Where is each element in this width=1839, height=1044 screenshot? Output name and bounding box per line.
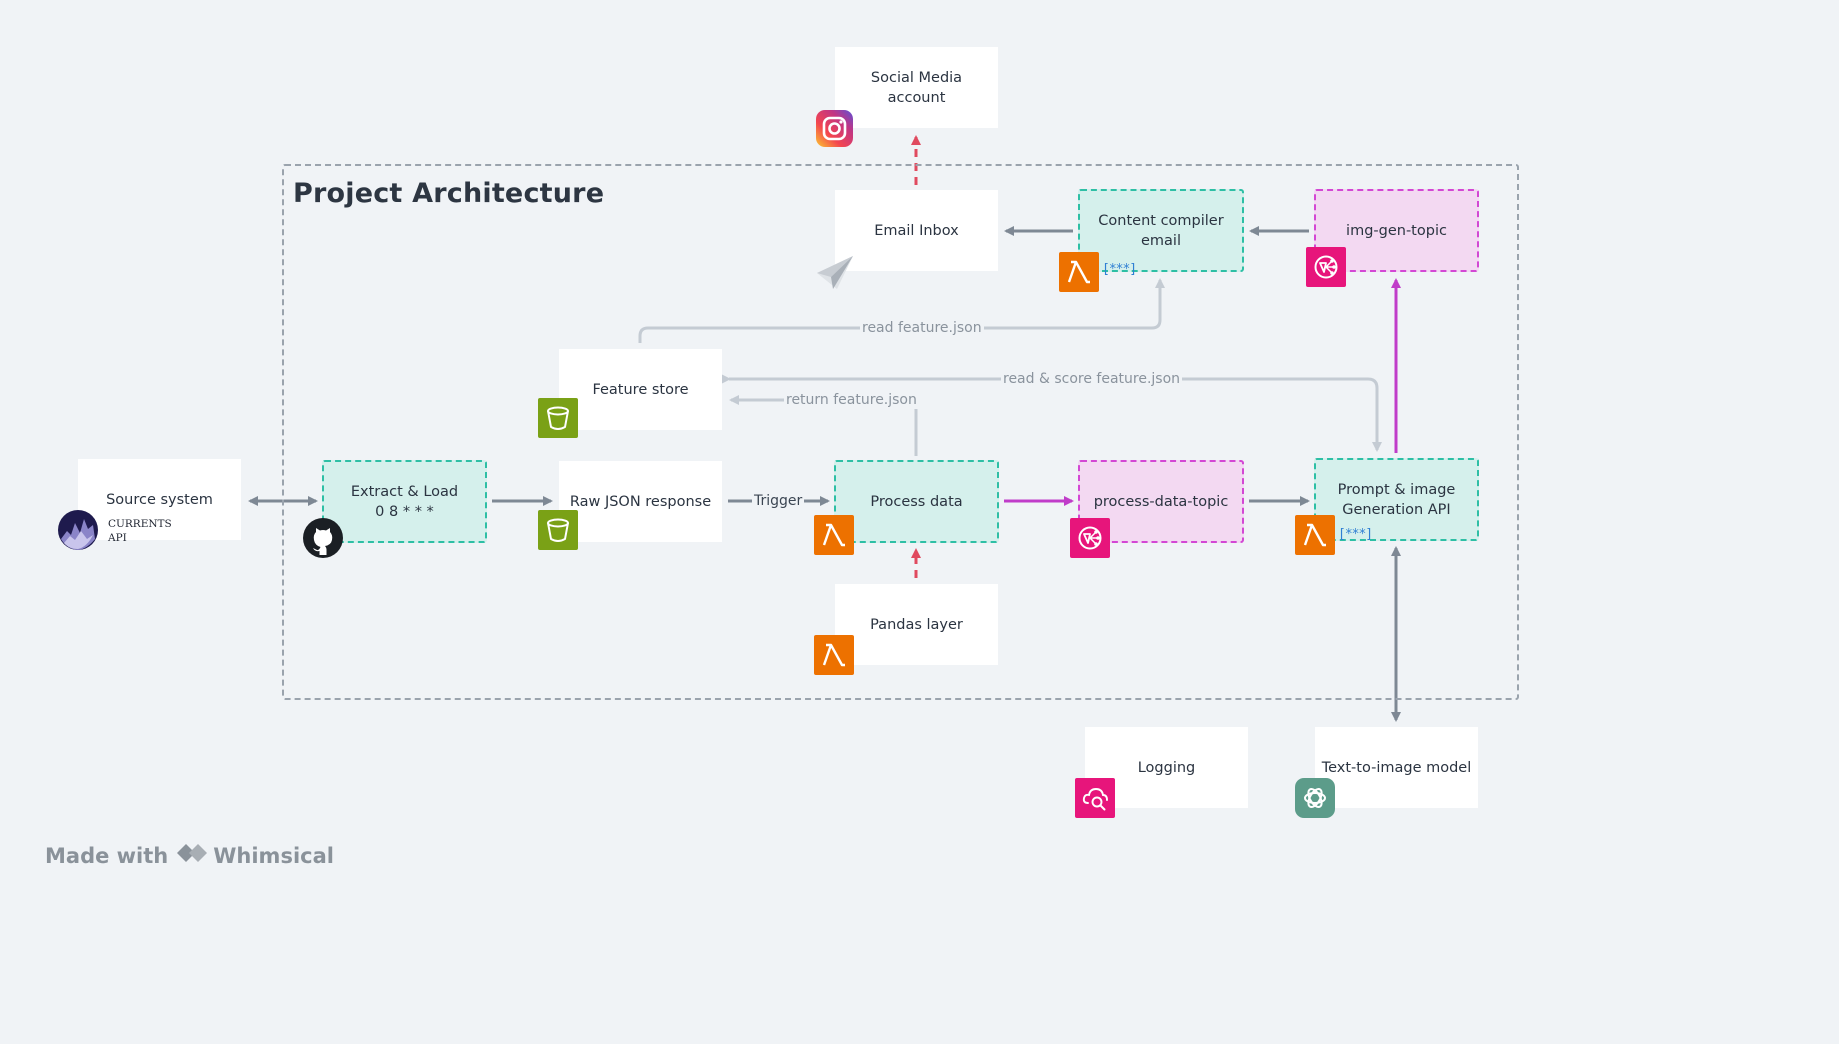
node-label: process-data-topic <box>1093 493 1229 510</box>
cloudwatch-logs-icon <box>1075 778 1115 818</box>
edge-label-read-feature: read feature.json <box>860 319 984 337</box>
node-content-compiler[interactable]: Content compiler email <box>1078 189 1244 272</box>
lambda-icon <box>814 635 854 675</box>
edge-label-return-feature: return feature.json <box>784 391 919 409</box>
project-architecture-frame <box>282 164 1519 700</box>
code-tag: [***] <box>1338 527 1373 542</box>
diagram-canvas: Project Architecture Social Media accoun… <box>45 47 1519 869</box>
node-text-to-image[interactable]: Text-to-image model <box>1315 727 1478 808</box>
made-with-whimsical[interactable]: Made with Whimsical <box>45 842 334 869</box>
node-process-data[interactable]: Process data <box>834 460 999 543</box>
sns-icon <box>1306 247 1346 287</box>
lambda-icon <box>814 515 854 555</box>
edge-prompt-feature-read <box>721 374 1382 452</box>
whimsical-brand-text: Whimsical <box>213 843 334 868</box>
node-label: Text-to-image model <box>1321 759 1472 776</box>
code-tag: [***] <box>1102 262 1137 277</box>
s3-bucket-icon <box>538 398 578 438</box>
node-raw-json[interactable]: Raw JSON response <box>559 461 722 542</box>
sns-icon <box>1070 518 1110 558</box>
node-feature-store[interactable]: Feature store <box>559 349 722 430</box>
node-label: Logging <box>1137 759 1196 776</box>
node-label: img-gen-topic <box>1346 222 1447 239</box>
currents-api-logo <box>57 509 99 551</box>
currents-text-line2: API <box>108 532 127 544</box>
s3-bucket-icon <box>538 510 578 550</box>
github-icon <box>302 517 344 559</box>
node-label: Feature store <box>592 381 689 398</box>
node-source-system[interactable]: Source system <box>78 459 241 540</box>
lambda-icon <box>1059 252 1099 292</box>
frame-title: Project Architecture <box>293 178 605 209</box>
whimsical-logo <box>175 842 209 869</box>
node-label: Prompt & image Generation API <box>1337 481 1456 518</box>
edge-label-read-score: read & score feature.json <box>1001 370 1183 388</box>
made-with-text: Made with <box>45 843 169 868</box>
currents-text-line1: CURRENTS <box>108 518 172 530</box>
node-email-inbox[interactable]: Email Inbox <box>835 190 998 271</box>
node-social-media[interactable]: Social Media account <box>835 47 998 128</box>
openai-icon <box>1295 778 1335 818</box>
node-label: Extract & Load 0 8 * * * <box>350 483 459 520</box>
node-label: Process data <box>870 493 963 510</box>
node-label: Pandas layer <box>870 616 963 633</box>
node-label: Content compiler email <box>1098 212 1224 249</box>
edge-label-trigger: Trigger <box>752 492 805 510</box>
node-label: Raw JSON response <box>569 493 712 510</box>
node-pandas-layer[interactable]: Pandas layer <box>835 584 998 665</box>
instagram-icon <box>816 110 853 147</box>
lambda-icon <box>1295 515 1335 555</box>
node-prompt-api[interactable]: Prompt & image Generation API <box>1314 458 1479 541</box>
node-label: Source system <box>106 491 213 508</box>
node-label: Social Media account <box>870 69 963 106</box>
paper-plane-icon <box>815 253 855 291</box>
node-label: Email Inbox <box>874 222 959 239</box>
node-extract-load[interactable]: Extract & Load 0 8 * * * <box>322 460 487 543</box>
